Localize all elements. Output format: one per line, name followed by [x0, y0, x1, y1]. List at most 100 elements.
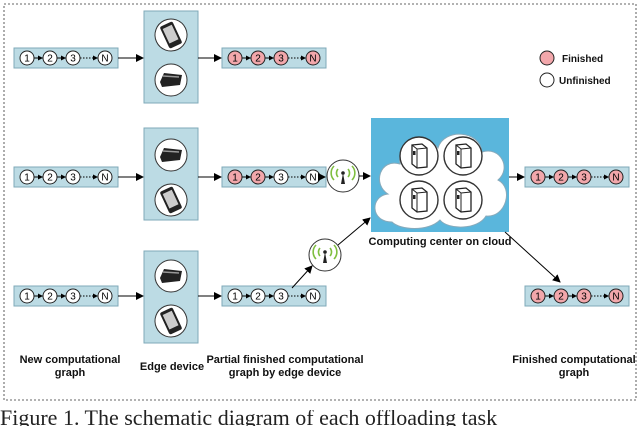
server-icon — [399, 136, 439, 176]
graph-node-finished — [273, 50, 289, 66]
legend-unfinished-label: Unfinished — [559, 76, 611, 87]
graph-node-unfinished — [97, 169, 113, 185]
chain-partial-1: 1 2 3 N — [221, 47, 327, 69]
cloud-label: Computing center on cloud — [368, 236, 512, 248]
new-graph-label-line1: New computational — [19, 354, 121, 366]
graph-node-finished — [608, 169, 624, 185]
graph-node-label: 2 — [558, 173, 564, 184]
graph-node-label: 1 — [232, 173, 238, 184]
graph-node-label: N — [612, 173, 619, 184]
wireless-antenna-icon — [308, 238, 342, 272]
graph-node-unfinished — [42, 288, 58, 304]
graph-node-finished — [608, 288, 624, 304]
graph-node-label: 2 — [47, 54, 53, 65]
graph-node-finished — [227, 169, 243, 185]
arrow — [504, 231, 561, 283]
scanner-icon — [154, 138, 188, 172]
graph-node-label: 2 — [558, 292, 564, 303]
edge-device-label: Edge device — [139, 361, 205, 373]
legend-finished-label: Finished — [562, 54, 603, 65]
graph-node-unfinished — [42, 50, 58, 66]
chain-partial-2: 1 2 3 N — [221, 166, 327, 188]
server-icon — [443, 180, 483, 220]
legend-unfinished-swatch — [539, 72, 555, 88]
finished-graph-label-line1: Finished computational — [512, 354, 636, 366]
new-graph-label: New computational graph — [8, 354, 132, 380]
graph-node-unfinished — [97, 288, 113, 304]
graph-node-unfinished — [305, 288, 321, 304]
graph-node-unfinished — [227, 288, 243, 304]
graph-node-label: 3 — [278, 54, 284, 65]
phone-icon — [154, 183, 188, 217]
graph-node-label: 3 — [581, 173, 587, 184]
legend: Finished Unfinished — [539, 50, 611, 88]
graph-node-unfinished — [97, 50, 113, 66]
edge-device-panel-2 — [143, 127, 199, 221]
scanner-icon — [154, 259, 188, 293]
graph-node-finished — [553, 288, 569, 304]
finished-graph-label: Finished computational graph — [508, 354, 640, 380]
graph-node-label: N — [101, 173, 108, 184]
graph-node-label: 1 — [232, 292, 238, 303]
graph-node-finished — [530, 288, 546, 304]
graph-node-label: 3 — [278, 173, 284, 184]
graph-node-finished — [576, 288, 592, 304]
graph-node-label: 3 — [278, 292, 284, 303]
graph-node-label: N — [309, 54, 316, 65]
graph-node-unfinished — [19, 169, 35, 185]
graph-node-finished — [227, 50, 243, 66]
scanner-icon — [154, 63, 188, 97]
graph-node-unfinished — [19, 50, 35, 66]
partial-graph-label: Partial finished computational graph by … — [200, 354, 370, 380]
chain-finished-2: 1 2 3 N — [524, 285, 630, 307]
graph-node-finished — [250, 169, 266, 185]
graph-node-label: 1 — [24, 173, 30, 184]
cloud-computing-center — [371, 118, 509, 232]
figure-caption: Figure 1. The schematic diagram of each … — [0, 410, 498, 426]
graph-node-label: N — [309, 292, 316, 303]
graph-node-label: 2 — [255, 54, 261, 65]
graph-node-label: 1 — [535, 292, 541, 303]
graph-node-unfinished — [65, 50, 81, 66]
graph-node-label: 1 — [535, 173, 541, 184]
graph-node-finished — [530, 169, 546, 185]
graph-node-label: 2 — [47, 173, 53, 184]
server-icon — [443, 136, 483, 176]
graph-node-label: 2 — [255, 292, 261, 303]
graph-node-unfinished — [42, 169, 58, 185]
diagram-frame — [3, 3, 637, 401]
new-graph-label-line2: graph — [54, 367, 86, 379]
graph-node-label: 1 — [232, 54, 238, 65]
graph-node-unfinished — [250, 288, 266, 304]
arrow — [337, 217, 371, 246]
phone-icon — [154, 18, 188, 52]
finished-graph-label-line2: graph — [558, 367, 590, 379]
graph-node-unfinished — [19, 288, 35, 304]
graph-node-label: 3 — [70, 292, 76, 303]
chain-finished-1: 1 2 3 N — [524, 166, 630, 188]
graph-node-label: N — [309, 173, 316, 184]
graph-node-label: 3 — [581, 292, 587, 303]
server-icon — [399, 180, 439, 220]
graph-node-finished — [576, 169, 592, 185]
graph-node-unfinished — [65, 288, 81, 304]
partial-graph-label-line2: graph by edge device — [228, 367, 342, 379]
graph-node-label: 2 — [255, 173, 261, 184]
wireless-antenna-icon — [326, 159, 360, 193]
graph-node-label: N — [612, 292, 619, 303]
graph-node-label: 1 — [24, 54, 30, 65]
arrow — [291, 265, 313, 289]
graph-node-unfinished — [273, 288, 289, 304]
graph-node-unfinished — [65, 169, 81, 185]
graph-node-finished — [305, 50, 321, 66]
graph-node-label: N — [101, 292, 108, 303]
graph-node-label: 2 — [47, 292, 53, 303]
partial-graph-label-line1: Partial finished computational — [206, 354, 364, 366]
legend-finished-swatch — [539, 50, 555, 66]
graph-node-label: N — [101, 54, 108, 65]
